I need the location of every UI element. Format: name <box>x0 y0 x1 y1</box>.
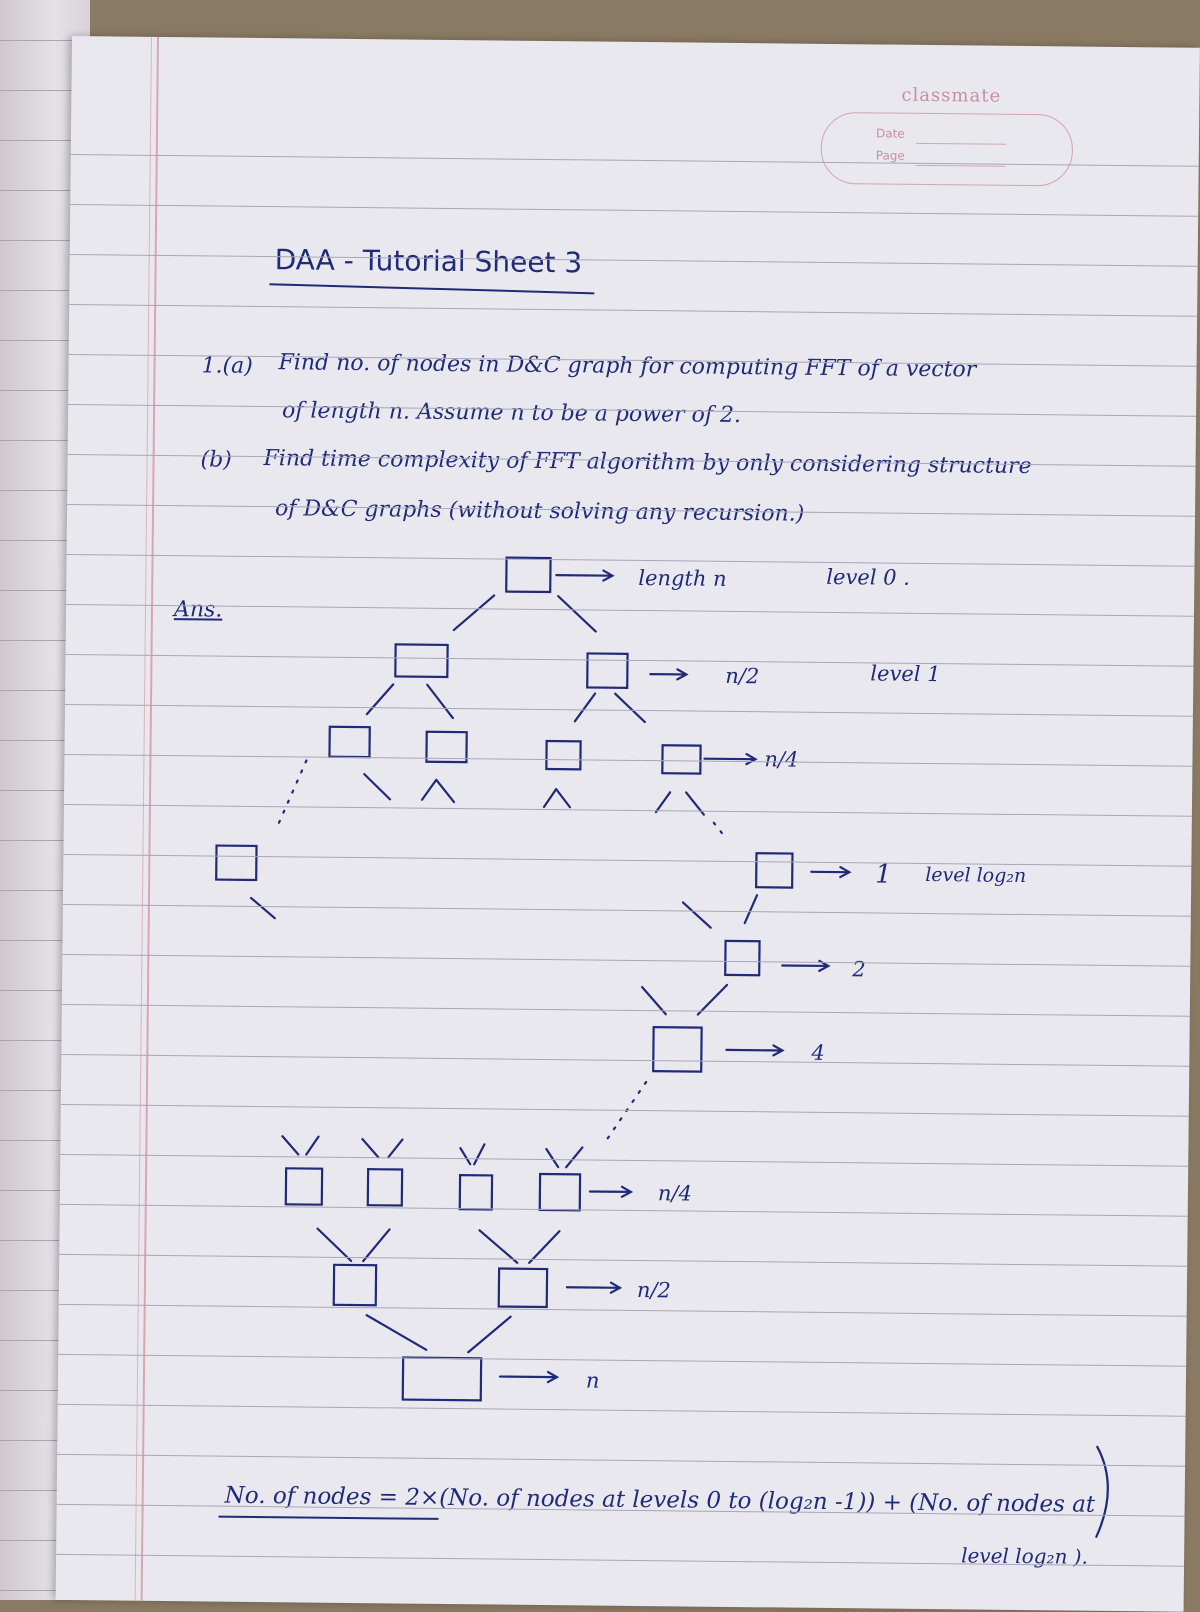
combine-node-n4 <box>368 1169 402 1205</box>
combine-node-4 <box>653 1027 701 1072</box>
leaf-node-left <box>216 846 256 880</box>
tree-edge <box>422 780 436 800</box>
combine-edge <box>683 902 711 927</box>
combine-edge <box>282 1136 298 1154</box>
tree-node-level1-left <box>395 644 447 677</box>
tree-node-root <box>506 558 550 592</box>
tree-edge <box>556 789 570 807</box>
label-n-bottom: n <box>586 1368 600 1392</box>
combine-node-n2 <box>499 1269 547 1308</box>
combine-node-n2 <box>334 1265 376 1305</box>
ellipsis-dots <box>279 760 307 823</box>
notebook-page: classmate Date Page DAA - Tutorial Sheet… <box>56 36 1200 1612</box>
label-level-log: level log₂n <box>925 864 1026 887</box>
label-n-half-top: n/2 <box>725 664 759 688</box>
arrow-line <box>500 1377 556 1378</box>
combine-edge <box>745 895 757 923</box>
tree-node-level2 <box>329 727 369 757</box>
combine-edge <box>306 1137 318 1155</box>
arrow-line <box>567 1287 619 1288</box>
ellipsis-dots <box>605 1082 646 1142</box>
combine-edge <box>388 1139 402 1157</box>
tree-edge <box>558 596 596 631</box>
tree-edge <box>575 693 595 721</box>
label-two: 2 <box>851 957 866 981</box>
tree-edge <box>615 694 645 722</box>
dc-graph-diagram: length n level 0 . n/2 level 1 n/4 <box>56 36 1200 1612</box>
tree-edge <box>427 685 453 718</box>
label-n-quarter-bottom: n/4 <box>658 1181 692 1205</box>
formula-bracket <box>1096 1447 1108 1537</box>
combine-edge <box>362 1139 378 1157</box>
label-level-0: level 0 . <box>826 565 910 590</box>
tree-node-level2 <box>546 741 580 769</box>
tree-edge <box>544 789 556 807</box>
combine-node-n4 <box>286 1168 322 1204</box>
combine-edge <box>366 1315 426 1350</box>
label-n-half-bottom: n/2 <box>637 1278 671 1302</box>
label-one: 1 <box>875 859 892 889</box>
combine-edge <box>566 1147 582 1167</box>
combine-node-n4 <box>460 1175 492 1209</box>
combine-edge <box>468 1316 510 1352</box>
arrow-line <box>556 575 611 576</box>
tree-edge <box>251 898 275 918</box>
combine-edge <box>474 1144 484 1164</box>
label-length-n: length n <box>638 566 727 591</box>
combine-edge <box>460 1148 470 1164</box>
arrow-line <box>704 759 754 760</box>
tree-edge <box>454 595 494 630</box>
leaf-node-right <box>756 853 792 887</box>
tree-edge <box>367 684 393 714</box>
combine-node-2 <box>725 941 759 975</box>
tree-edge <box>436 780 454 802</box>
tree-edge <box>364 774 390 799</box>
label-n-quarter-top: n/4 <box>764 747 798 771</box>
label-level-1: level 1 <box>870 661 940 686</box>
combine-node-n <box>403 1358 481 1401</box>
ellipsis-dots <box>714 823 726 838</box>
arrow-line <box>726 1050 781 1051</box>
combine-node-n4 <box>540 1174 580 1210</box>
